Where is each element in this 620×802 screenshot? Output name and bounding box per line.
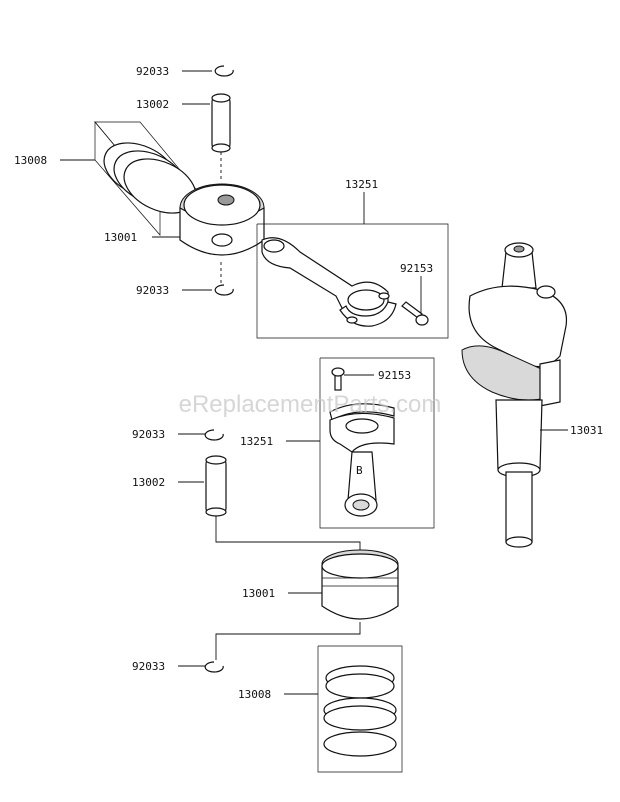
piston-rings-top[interactable]: [60, 121, 206, 236]
callout-13001-b: 13001: [242, 587, 275, 600]
snap-ring-top-lower[interactable]: [182, 284, 234, 296]
callout-13008-b: 13008: [238, 688, 271, 701]
callout-13251-a: 13251: [345, 178, 378, 191]
callout-92153-b: 92153: [378, 369, 411, 382]
crankshaft[interactable]: [461, 242, 568, 548]
callout-13031: 13031: [570, 424, 603, 437]
watermark: eReplacementParts.com: [179, 391, 442, 418]
piston-bottom[interactable]: [215, 549, 399, 660]
snap-ring-bottom-lower[interactable]: [178, 661, 224, 673]
callout-13008-a: 13008: [14, 154, 47, 167]
callout-92033-d: 92033: [132, 660, 165, 673]
connecting-rod-top-assembly[interactable]: [256, 192, 449, 339]
callout-13251-b: 13251: [240, 435, 273, 448]
rod-bolt-top[interactable]: [401, 276, 429, 326]
callout-92153-a: 92153: [400, 262, 433, 275]
callout-92033-b: 92033: [136, 284, 169, 297]
connecting-rod-lower-assembly[interactable]: B: [319, 357, 435, 529]
piston-rings-bottom[interactable]: [284, 645, 403, 773]
rod-marking: B: [356, 464, 363, 477]
callout-92033-c: 92033: [132, 428, 165, 441]
callout-13002-a: 13002: [136, 98, 169, 111]
snap-ring-bottom-upper[interactable]: [178, 429, 224, 441]
callout-13002-b: 13002: [132, 476, 165, 489]
piston-pin-top[interactable]: [182, 93, 231, 180]
snap-ring-top-upper[interactable]: [182, 65, 234, 77]
piston-pin-bottom[interactable]: [178, 455, 361, 556]
piston-top[interactable]: [152, 183, 265, 285]
callout-13001-a: 13001: [104, 231, 137, 244]
callout-92033-a: 92033: [136, 65, 169, 78]
